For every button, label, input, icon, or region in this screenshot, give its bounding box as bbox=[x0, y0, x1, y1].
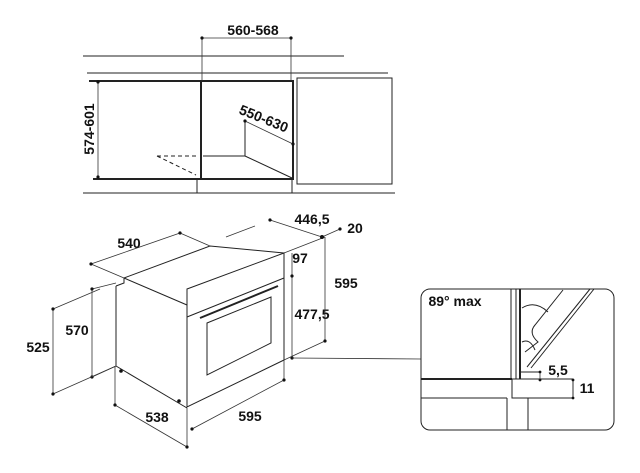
control-panel-height-label: 97 bbox=[292, 250, 308, 266]
bottom-depth-label: 538 bbox=[145, 409, 169, 425]
offset-label: 11 bbox=[580, 380, 595, 396]
top-depth-label: 540 bbox=[117, 235, 141, 251]
door-height-label: 477,5 bbox=[294, 306, 329, 322]
panel-depth-label: 446,5 bbox=[294, 211, 329, 227]
body-height-label: 525 bbox=[26, 339, 50, 355]
panel-thickness-label: 20 bbox=[347, 220, 363, 236]
detail-frame bbox=[420, 288, 615, 431]
oven-window bbox=[206, 296, 272, 376]
hinge bbox=[521, 289, 564, 353]
front-width-label: 595 bbox=[238, 408, 262, 424]
door-gap-label: 5,5 bbox=[548, 362, 568, 378]
detail-leader-line bbox=[291, 357, 422, 360]
niche-height-label: 574-601 bbox=[81, 103, 97, 155]
niche-width-label: 560-568 bbox=[227, 22, 279, 38]
adjacent-cabinet-door bbox=[296, 77, 393, 185]
side-height-label: 570 bbox=[65, 322, 89, 338]
door-detail-view: 89° max 5,5 11 bbox=[420, 288, 615, 431]
front-height-label: 595 bbox=[334, 275, 358, 291]
opening-angle-label: 89° max bbox=[428, 293, 481, 309]
cabinet-view: 560-568 574-601 550-630 bbox=[81, 22, 395, 194]
oven-front-panel bbox=[186, 252, 285, 408]
oven-door-handle bbox=[199, 285, 279, 319]
oven-view: 540 446,5 20 97 477,5 595 570 525 bbox=[26, 211, 422, 449]
